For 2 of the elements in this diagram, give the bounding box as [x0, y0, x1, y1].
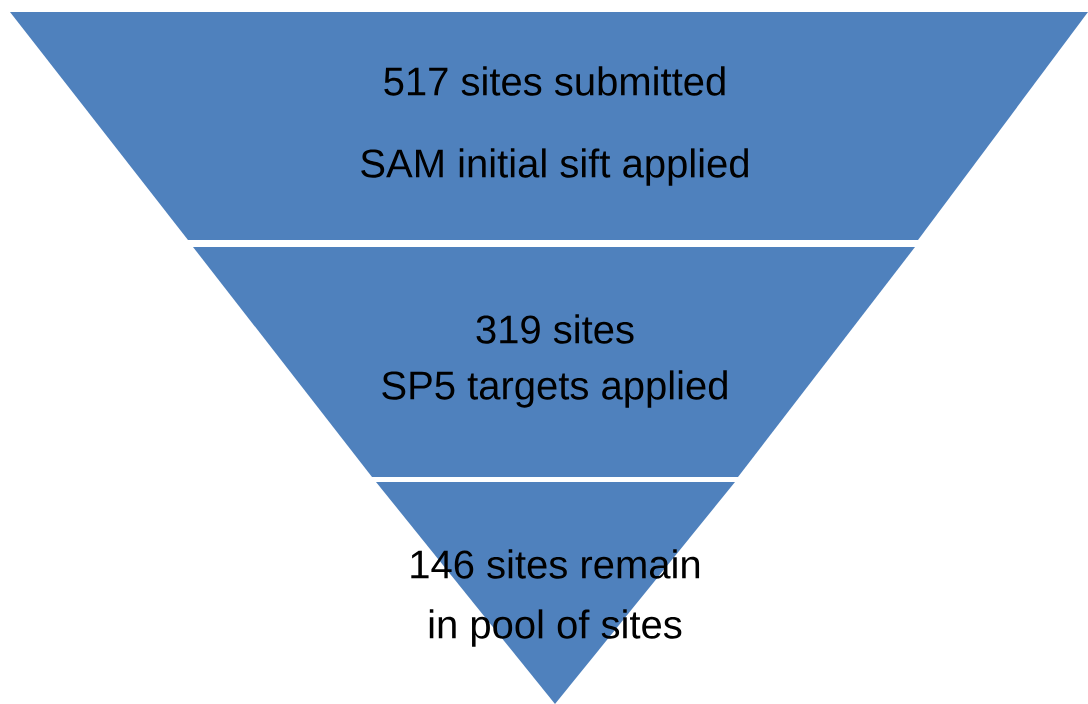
funnel-band: 319 sites SP5 targets applied [193, 247, 915, 477]
funnel-band: 517 sites submitted SAM initial sift applied [10, 12, 1088, 240]
